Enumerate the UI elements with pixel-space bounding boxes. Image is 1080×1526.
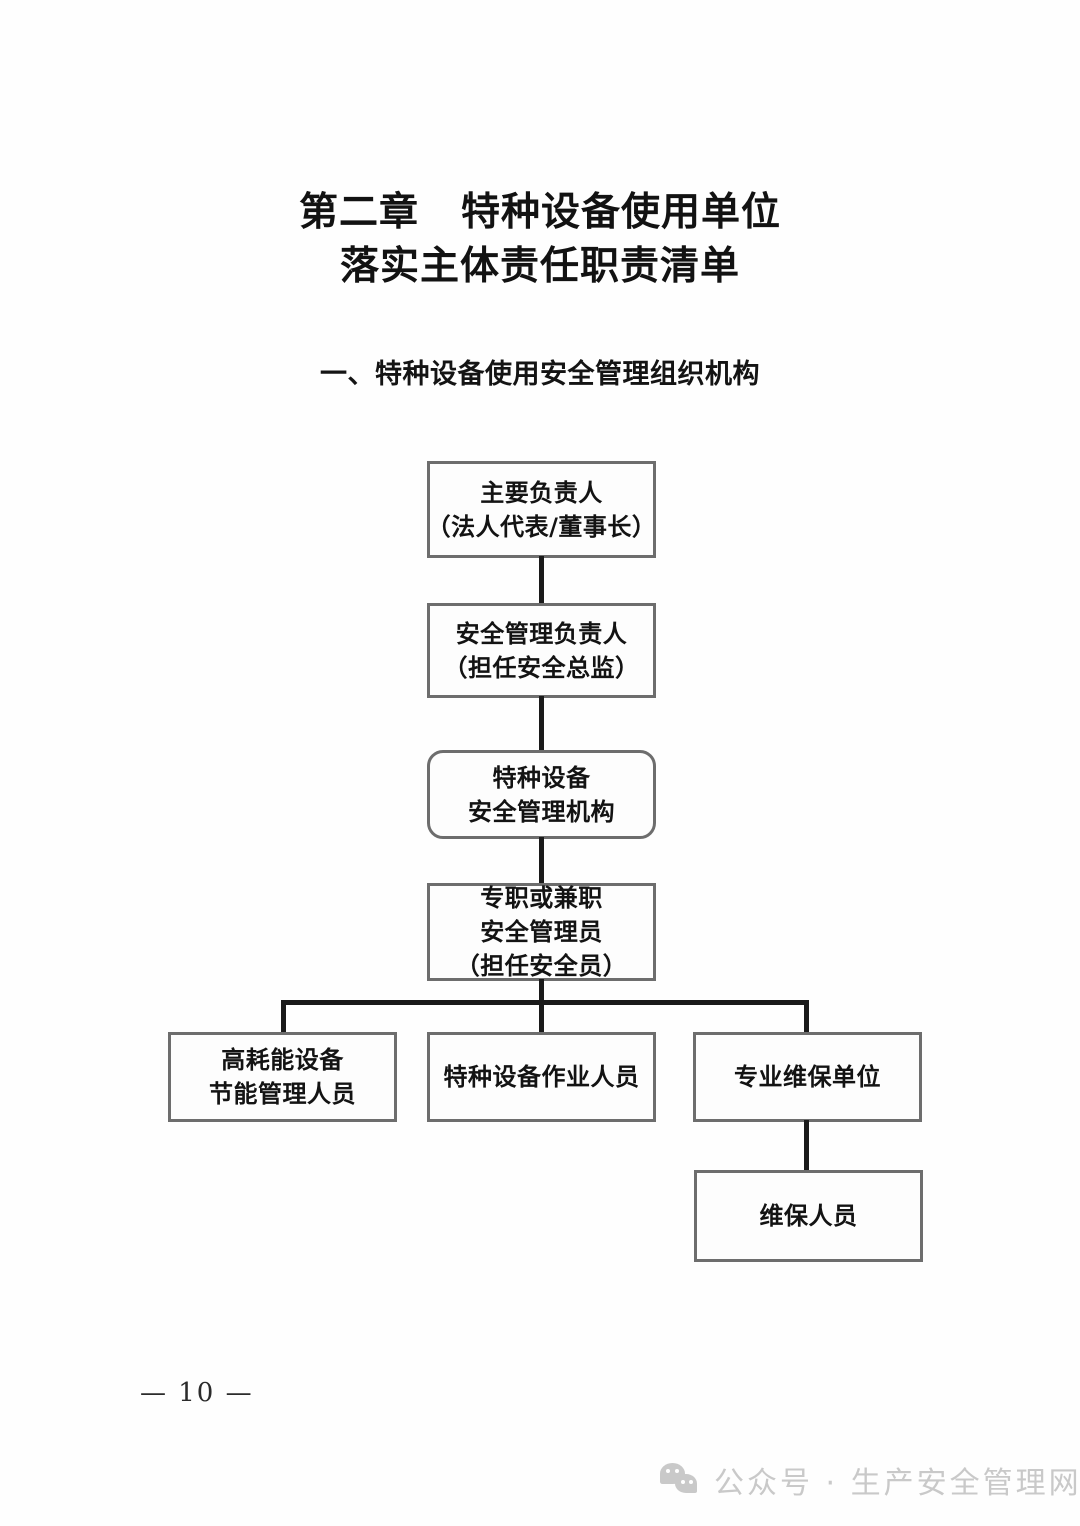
connector-n7-n8	[804, 1120, 809, 1172]
page-title-line-2: 落实主体责任职责清单	[339, 244, 740, 289]
node-energy-saving-manager[interactable]: 高耗能设备 节能管理人员	[168, 1032, 397, 1122]
node-line: 专职或兼职	[480, 884, 603, 912]
connector-n1-n2	[539, 556, 544, 606]
node-special-equipment-operator[interactable]: 特种设备作业人员	[427, 1032, 656, 1122]
connector-bus-to-maintenance-org	[804, 1000, 809, 1034]
node-line: 特种设备作业人员	[443, 1063, 640, 1091]
node-special-equipment-safety-org[interactable]: 特种设备 安全管理机构	[427, 750, 656, 839]
watermark: 公众号 · 生产安全管理网	[660, 1458, 1080, 1502]
connector-bus-to-energy-node	[281, 1000, 286, 1034]
node-line: 维保人员	[759, 1202, 858, 1230]
node-line: 安全管理机构	[468, 797, 615, 826]
node-line: （担任安全总监）	[443, 653, 640, 682]
node-line: （法人代表/董事长）	[426, 512, 657, 541]
node-maintenance-personnel[interactable]: 维保人员	[694, 1170, 923, 1262]
node-professional-maintenance-unit[interactable]: 专业维保单位	[693, 1032, 922, 1122]
node-safety-management-leader[interactable]: 安全管理负责人 （担任安全总监）	[427, 603, 656, 698]
connector-branch-bus	[281, 1000, 809, 1005]
connector-n4-trunk	[539, 979, 544, 1035]
node-line: 节能管理人员	[209, 1080, 356, 1108]
node-line: 安全管理负责人	[455, 619, 628, 648]
connector-n2-n3	[539, 696, 544, 752]
node-line: （担任安全员）	[455, 952, 628, 980]
page-title-line-1: 第二章特种设备使用单位	[0, 186, 1080, 240]
page-title: 第二章特种设备使用单位 落实主体责任职责清单	[0, 186, 1080, 294]
node-line: 安全管理员	[480, 918, 603, 946]
node-line: 高耗能设备	[221, 1046, 344, 1074]
node-line: 专业维保单位	[734, 1063, 881, 1091]
chapter-label: 第二章	[298, 190, 419, 235]
page-number: — 10 —	[140, 1378, 254, 1408]
node-safety-administrator[interactable]: 专职或兼职 安全管理员 （担任安全员）	[427, 883, 656, 981]
node-line: 特种设备	[492, 763, 591, 792]
wechat-icon	[660, 1463, 700, 1497]
watermark-text: 公众号 · 生产安全管理网	[714, 1466, 1080, 1501]
connector-n3-n4	[539, 837, 544, 885]
node-principal-responsible-person[interactable]: 主要负责人 （法人代表/董事长）	[427, 461, 656, 558]
chapter-topic: 特种设备使用单位	[461, 190, 782, 235]
node-line: 主要负责人	[480, 478, 603, 507]
section-heading: 一、特种设备使用安全管理组织机构	[320, 359, 760, 390]
